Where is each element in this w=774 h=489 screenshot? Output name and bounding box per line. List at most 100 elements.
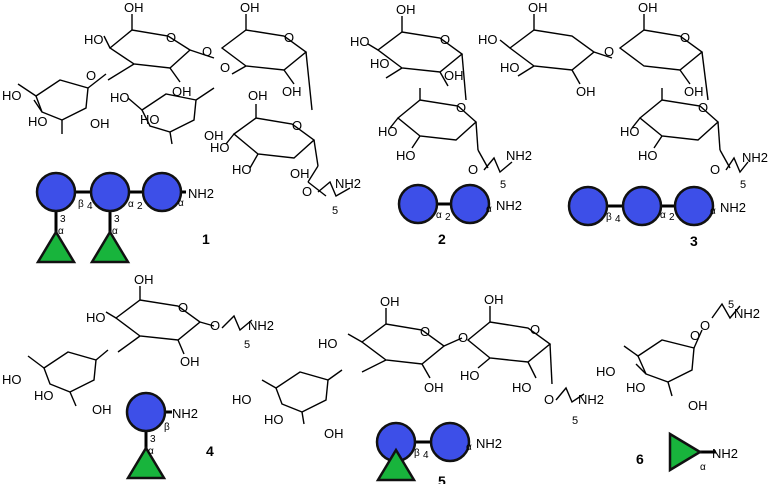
c2-glucose-2 bbox=[449, 183, 491, 225]
c4-ho-1: HO bbox=[86, 310, 106, 325]
c3-link-alpha: α bbox=[660, 210, 666, 221]
compound-6-label: 6 bbox=[636, 451, 644, 467]
c1-branch-3a: 3 bbox=[60, 214, 66, 225]
c1-oh-1: OH bbox=[90, 116, 110, 131]
c5-o-2: O bbox=[458, 330, 468, 345]
c4-end-beta: β bbox=[164, 422, 170, 433]
compound-4-label: 4 bbox=[206, 443, 214, 459]
c5-link-beta: β bbox=[414, 448, 420, 459]
c3-o-4: O bbox=[710, 162, 720, 177]
c2-oh-1: OH bbox=[396, 2, 416, 17]
c1-link-beta: β bbox=[78, 199, 84, 210]
compound-2-structure: OH HO HO OH O HO HO O O NH2 5 bbox=[350, 2, 532, 191]
c3-nh2-chain: NH2 bbox=[742, 150, 768, 165]
c2-end-alpha: α bbox=[486, 204, 492, 215]
c1-oh-6: OH bbox=[204, 128, 224, 143]
c1-glucose-2 bbox=[89, 171, 131, 213]
c4-glucose-1 bbox=[125, 391, 167, 433]
c3-ho-4: HO bbox=[638, 148, 658, 163]
c5-glucose-2 bbox=[429, 421, 471, 463]
compound-6-symbols: α NH2 6 bbox=[636, 431, 738, 473]
c4-ho-2: HO bbox=[2, 372, 22, 387]
c2-ho-3: HO bbox=[378, 124, 398, 139]
c5-oh-3: OH bbox=[484, 292, 504, 307]
c1-end-alpha: α bbox=[178, 198, 184, 209]
c2-end-nh2: NH2 bbox=[496, 198, 522, 213]
c1-nh2-chain: NH2 bbox=[335, 176, 361, 191]
c6-o-2: O bbox=[700, 318, 710, 333]
c1-o-1: O bbox=[86, 68, 96, 83]
c3-ho-2: HO bbox=[500, 60, 520, 75]
c3-end-nh2: NH2 bbox=[720, 200, 746, 215]
compound-1-symbols: β 4 α 2 α NH2 3 α 3 α 1 bbox=[35, 171, 214, 264]
c2-ho-1: HO bbox=[350, 34, 370, 49]
c5-oh-1: OH bbox=[380, 294, 400, 309]
c1-oh-4: OH bbox=[240, 0, 260, 15]
compound-6-structure: HO HO OH O O NH2 5 bbox=[596, 299, 760, 413]
c1-glucose-3 bbox=[141, 171, 183, 213]
c1-o-6: O bbox=[292, 118, 302, 133]
c1-oh-2: OH bbox=[124, 0, 144, 15]
c5-ho-4: HO bbox=[232, 392, 252, 407]
c6-ho-2: HO bbox=[626, 380, 646, 395]
c3-glucose-1 bbox=[567, 185, 609, 227]
c2-ho-4: HO bbox=[396, 148, 416, 163]
c6-ho-1: HO bbox=[596, 364, 616, 379]
compound-3-structure: OH HO HO OH O OH OH O HO HO O O NH2 5 bbox=[478, 0, 768, 191]
c5-end-nh2: NH2 bbox=[476, 436, 502, 451]
compound-2-label: 2 bbox=[438, 231, 446, 247]
c3-o-3: O bbox=[698, 100, 708, 115]
c1-o-3: O bbox=[202, 44, 212, 59]
compound-1-label: 1 bbox=[202, 231, 210, 247]
compound-4-symbols: β NH2 3 α 4 bbox=[125, 391, 214, 480]
c1-ho-3: HO bbox=[84, 32, 104, 47]
c1-fucose-2 bbox=[89, 229, 131, 264]
c1-ho-4: HO bbox=[110, 90, 130, 105]
c4-branch-alpha: α bbox=[148, 446, 154, 457]
c6-o-1: O bbox=[690, 328, 700, 343]
c5-o-3: O bbox=[530, 322, 540, 337]
c4-end-nh2: NH2 bbox=[172, 406, 198, 421]
c5-fucose-1 bbox=[375, 447, 417, 482]
c5-chain-5: 5 bbox=[572, 415, 578, 427]
c2-chain-5: 5 bbox=[500, 179, 506, 191]
c3-link-4: 4 bbox=[615, 214, 621, 225]
c4-o-1: O bbox=[178, 300, 188, 315]
c1-oh-5: OH bbox=[282, 84, 302, 99]
c1-o-5: O bbox=[220, 60, 230, 75]
compound-5-label: 5 bbox=[438, 473, 446, 484]
c6-chain-5: 5 bbox=[728, 299, 734, 311]
c6-nh2-chain: NH2 bbox=[734, 306, 760, 321]
c5-oh-4: OH bbox=[324, 426, 344, 441]
c3-oh-4: OH bbox=[684, 84, 704, 99]
c6-end-nh2: NH2 bbox=[712, 446, 738, 461]
c3-link-beta: β bbox=[606, 212, 612, 223]
c5-ho-2: HO bbox=[460, 368, 480, 383]
c1-ho-5: HO bbox=[140, 112, 160, 127]
c3-o-2: O bbox=[680, 30, 690, 45]
c5-nh2-chain: NH2 bbox=[578, 392, 604, 407]
compound-2-symbols: α 2 α NH2 2 bbox=[397, 183, 522, 247]
c1-oh-7: OH bbox=[248, 88, 268, 103]
c4-oh-1: OH bbox=[134, 272, 154, 287]
c5-o-1: O bbox=[420, 324, 430, 339]
compound-1-structure: HO HO OH O OH HO OH O O OH OH O O HO HO … bbox=[2, 0, 361, 217]
c1-oh-3: OH bbox=[172, 84, 192, 99]
c3-ho-1: HO bbox=[478, 32, 498, 47]
c1-ho-7: HO bbox=[232, 162, 252, 177]
c3-end-alpha: α bbox=[710, 206, 716, 217]
c3-o-1: O bbox=[604, 44, 614, 59]
c4-nh2-chain: NH2 bbox=[248, 318, 274, 333]
c1-ho-2: HO bbox=[28, 114, 48, 129]
c3-ho-3: HO bbox=[620, 124, 640, 139]
c5-end-alpha: α bbox=[466, 442, 472, 453]
c1-link-2: 2 bbox=[137, 201, 143, 212]
c1-o-7: O bbox=[302, 184, 312, 199]
c4-ho-3: HO bbox=[34, 388, 54, 403]
c2-o-3: O bbox=[468, 162, 478, 177]
c2-o-2: O bbox=[456, 100, 466, 115]
c4-oh-3: OH bbox=[92, 402, 112, 417]
c1-ho-6: HO bbox=[210, 140, 230, 155]
c2-oh-2: OH bbox=[444, 68, 464, 83]
